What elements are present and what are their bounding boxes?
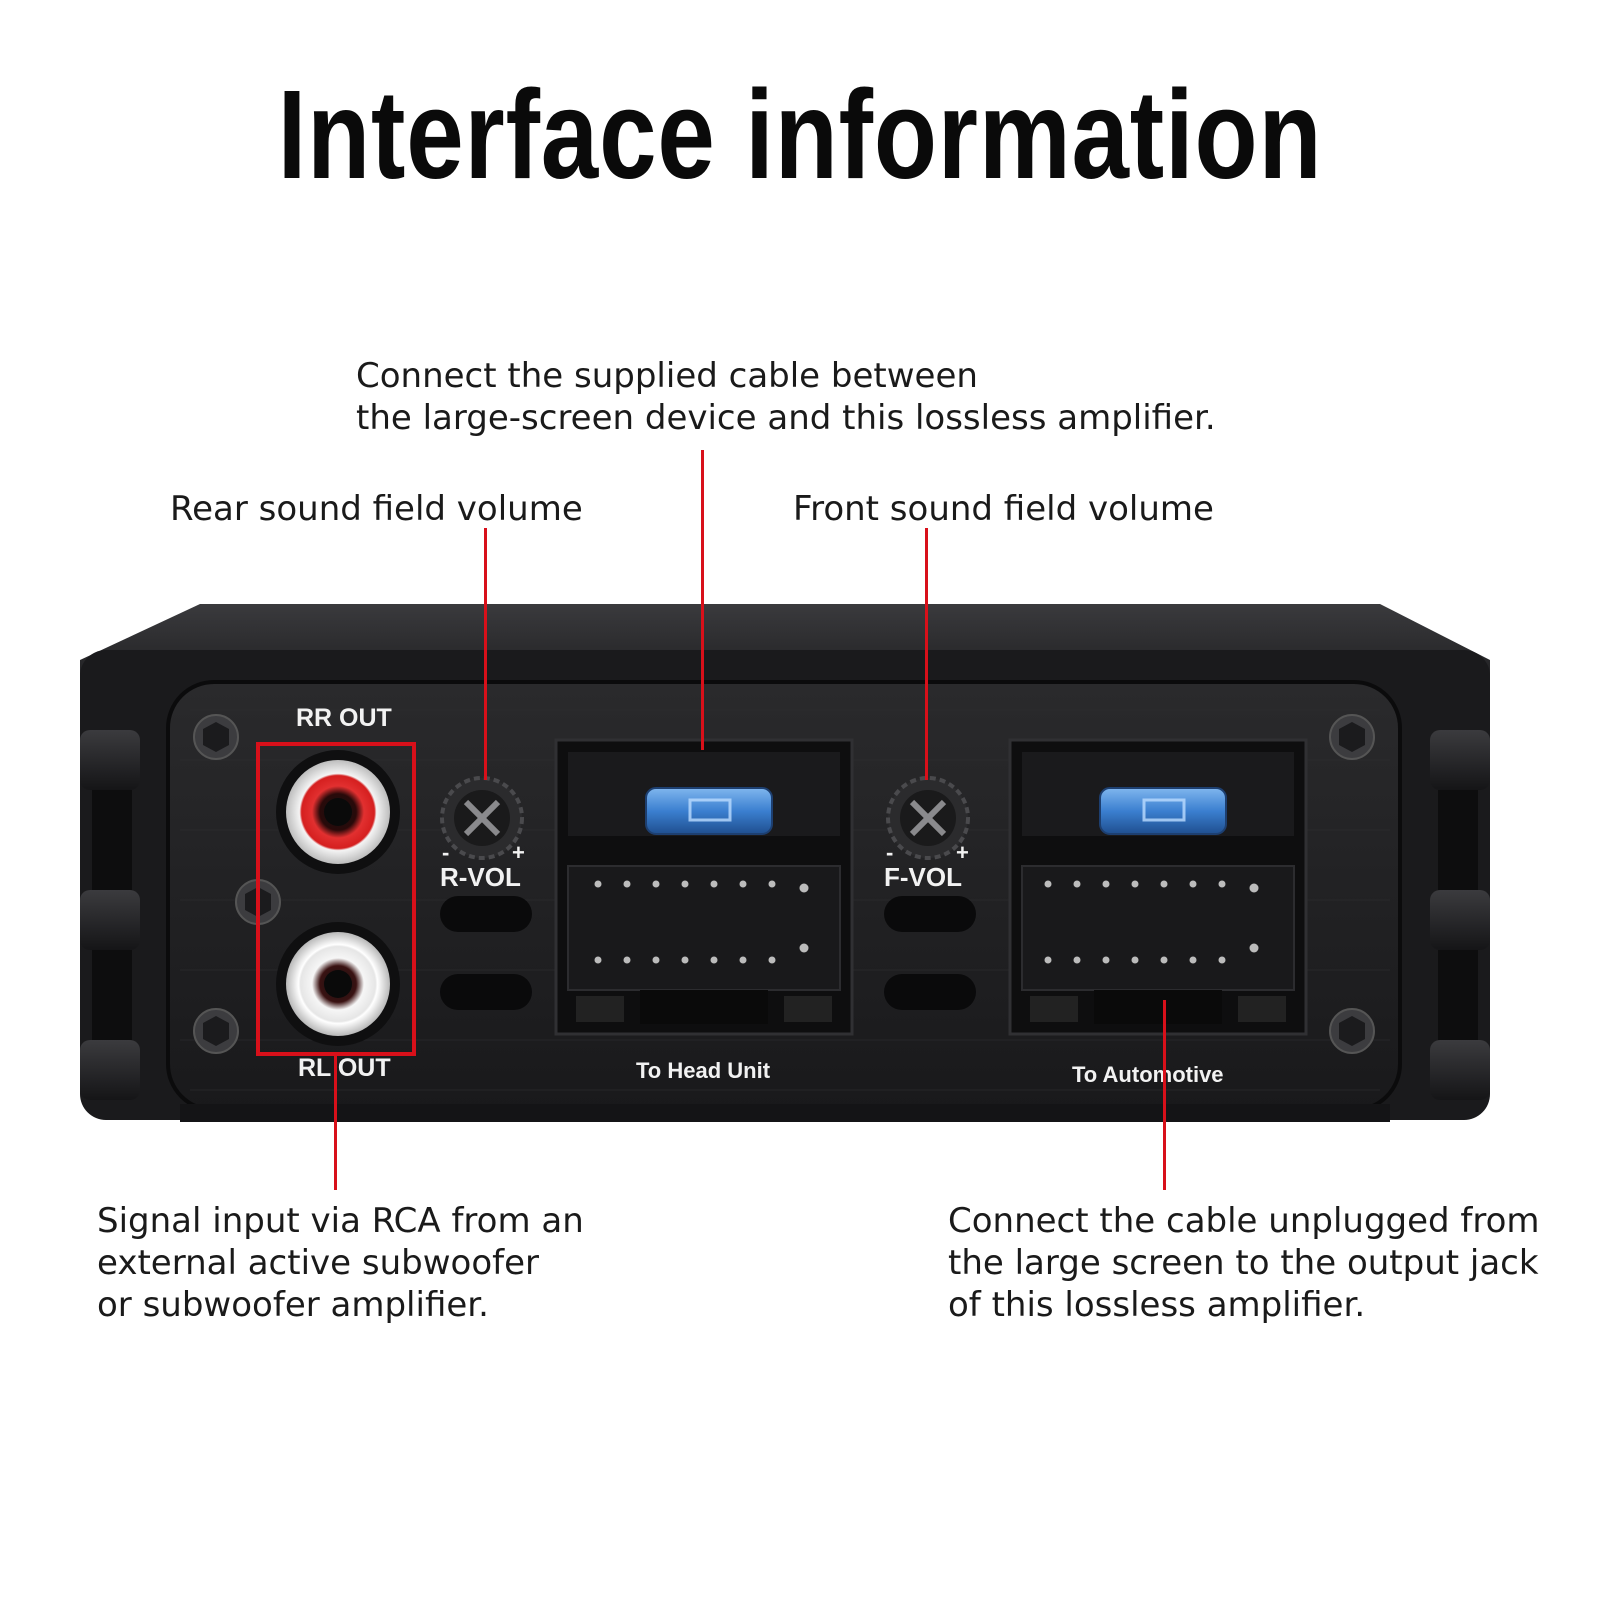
r-vol-minus: - xyxy=(442,840,450,865)
f-vol-plus: + xyxy=(956,840,969,865)
brushed-texture xyxy=(180,709,1390,1091)
vent-slots xyxy=(440,896,976,1010)
callout-line: Connect the supplied cable between xyxy=(356,356,978,396)
leader-head-unit xyxy=(701,450,704,750)
callout-front-volume: Front sound field volume xyxy=(793,489,1214,529)
callout-line: the large screen to the output jack xyxy=(948,1243,1539,1283)
to-automotive-label: To Automotive xyxy=(1072,1062,1224,1087)
hex-screw-icon xyxy=(1329,714,1375,760)
leader-rca xyxy=(334,1054,337,1190)
callout-automotive-cable: Connect the cable unplugged from the lar… xyxy=(948,1200,1540,1326)
volume-knob-icon xyxy=(886,776,970,860)
page-title: Interface information xyxy=(277,64,1323,205)
fuse-icon xyxy=(1099,787,1227,835)
f-vol-label: F-VOL xyxy=(884,862,962,892)
rl-out-label: RL OUT xyxy=(298,1054,391,1082)
r-vol-label: R-VOL xyxy=(440,862,521,892)
callout-line: the large-screen device and this lossles… xyxy=(356,398,1216,438)
connector-icon xyxy=(1008,738,1308,1036)
chassis-base xyxy=(180,1104,1390,1122)
hex-screw-icon xyxy=(235,879,281,925)
connector-icon xyxy=(554,738,854,1036)
front-panel xyxy=(166,680,1402,1112)
callout-head-unit-cable: Connect the supplied cable between the l… xyxy=(356,355,1216,439)
fuse-icon xyxy=(645,787,773,835)
heatsink-fins-right xyxy=(1430,730,1490,1100)
f-vol-minus: - xyxy=(886,840,894,865)
callout-rear-volume: Rear sound field volume xyxy=(170,489,583,529)
heatsink-fins-left xyxy=(80,730,140,1100)
rca-jack-icon xyxy=(276,922,400,1046)
leader-rear-volume xyxy=(484,528,487,780)
volume-knob-icon xyxy=(440,776,524,860)
rr-out-label: RR OUT xyxy=(296,704,392,732)
callout-line: Connect the cable unplugged from xyxy=(948,1201,1540,1241)
callout-line: external active subwoofer xyxy=(97,1243,539,1283)
to-head-unit-label: To Head Unit xyxy=(636,1058,771,1083)
r-vol-plus: + xyxy=(512,840,525,865)
rca-highlight-box xyxy=(256,742,416,1056)
chassis-top xyxy=(80,604,1490,690)
callout-line: Signal input via RCA from an xyxy=(97,1201,584,1241)
leader-front-volume xyxy=(925,528,928,780)
hex-screw-icon xyxy=(193,714,239,760)
chassis-body xyxy=(80,650,1490,1120)
callout-line: or subwoofer amplifier. xyxy=(97,1285,489,1325)
callout-rca-input: Signal input via RCA from an external ac… xyxy=(97,1200,584,1326)
rca-jack-icon xyxy=(276,750,400,874)
leader-automotive xyxy=(1163,1000,1166,1190)
hex-screw-icon xyxy=(1329,1008,1375,1054)
callout-line: of this lossless amplifier. xyxy=(948,1285,1366,1325)
hex-screw-icon xyxy=(193,1008,239,1054)
